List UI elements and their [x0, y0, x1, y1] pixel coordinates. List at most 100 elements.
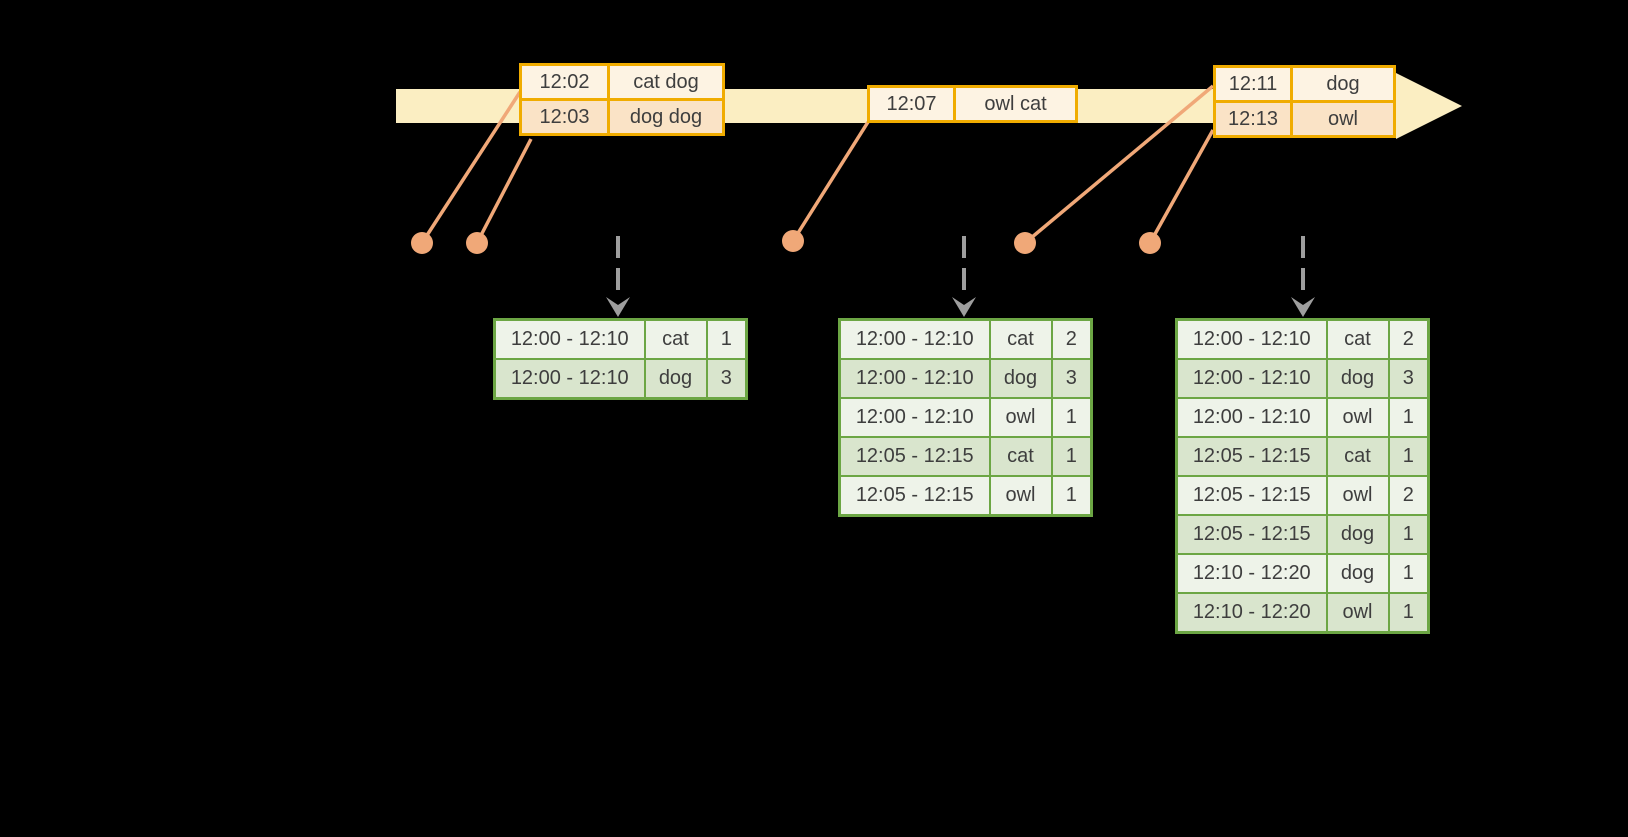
input-events-table-2: 12:07 owl cat [867, 85, 1078, 123]
result-table-3: 12:00 - 12:10 cat 2 12:00 - 12:10 dog 3 … [1175, 318, 1430, 634]
result-word: owl [1325, 475, 1390, 516]
result-window: 12:05 - 12:15 [1175, 514, 1328, 555]
event-connector-line [1023, 84, 1215, 245]
result-count: 3 [1387, 358, 1430, 399]
down-arrowhead-icon [952, 297, 976, 317]
event-words: cat dog [607, 63, 725, 101]
result-rows-2: 12:00 - 12:10 cat 2 12:00 - 12:10 dog 3 … [838, 318, 1093, 517]
event-time: 12:07 [867, 85, 956, 123]
result-word: cat [988, 318, 1053, 360]
event-words: owl [1290, 100, 1396, 138]
result-word: cat [643, 318, 708, 360]
result-word: owl [988, 397, 1053, 438]
event-words: dog [1290, 65, 1396, 103]
result-window: 12:00 - 12:10 [838, 358, 991, 399]
result-word: dog [643, 358, 708, 400]
result-count: 1 [1387, 553, 1430, 594]
result-window: 12:00 - 12:10 [1175, 318, 1328, 360]
result-window: 12:00 - 12:10 [1175, 358, 1328, 399]
result-window: 12:00 - 12:10 [493, 358, 646, 400]
input-events-table-1: 12:02 cat dog 12:03 dog dog [519, 63, 725, 136]
result-row: 12:00 - 12:10 cat 2 [838, 318, 1093, 360]
result-word: dog [1325, 358, 1390, 399]
result-table-1: 12:00 - 12:10 cat 1 12:00 - 12:10 dog 3 [493, 318, 748, 400]
result-count: 2 [1387, 318, 1430, 360]
result-count: 2 [1387, 475, 1430, 516]
input-events-rows-1: 12:02 cat dog 12:03 dog dog [519, 63, 725, 136]
result-count: 1 [1050, 436, 1093, 477]
event-dot [1139, 232, 1161, 254]
result-row: 12:00 - 12:10 cat 1 [493, 318, 748, 360]
result-window: 12:10 - 12:20 [1175, 592, 1328, 634]
result-word: owl [988, 475, 1053, 517]
result-word: dog [1325, 514, 1390, 555]
event-row: 12:07 owl cat [867, 85, 1078, 123]
result-row: 12:05 - 12:15 dog 1 [1175, 514, 1430, 555]
result-word: cat [1325, 436, 1390, 477]
result-window: 12:05 - 12:15 [838, 475, 991, 517]
event-dot [782, 230, 804, 252]
result-window: 12:00 - 12:10 [1175, 397, 1328, 438]
event-row: 12:03 dog dog [519, 98, 725, 136]
result-rows-3: 12:00 - 12:10 cat 2 12:00 - 12:10 dog 3 … [1175, 318, 1430, 634]
result-count: 1 [1387, 592, 1430, 634]
down-arrowhead-icon [1291, 297, 1315, 317]
result-count: 1 [1050, 397, 1093, 438]
result-row: 12:05 - 12:15 cat 1 [1175, 436, 1430, 477]
event-row: 12:02 cat dog [519, 63, 725, 101]
result-rows-1: 12:00 - 12:10 cat 1 12:00 - 12:10 dog 3 [493, 318, 748, 400]
result-window: 12:05 - 12:15 [1175, 436, 1328, 477]
result-word: dog [1325, 553, 1390, 594]
result-count: 1 [705, 318, 748, 360]
event-time: 12:03 [519, 98, 610, 136]
result-window: 12:10 - 12:20 [1175, 553, 1328, 594]
result-row: 12:00 - 12:10 dog 3 [493, 358, 748, 400]
event-dot [1014, 232, 1036, 254]
event-connector-lines [420, 84, 1215, 245]
result-count: 1 [1050, 475, 1093, 517]
input-events-rows-3: 12:11 dog 12:13 owl [1213, 65, 1396, 138]
result-window: 12:00 - 12:10 [493, 318, 646, 360]
result-table-2: 12:00 - 12:10 cat 2 12:00 - 12:10 dog 3 … [838, 318, 1093, 517]
event-words: owl cat [953, 85, 1078, 123]
result-word: owl [1325, 592, 1390, 634]
result-row: 12:05 - 12:15 owl 1 [838, 475, 1093, 517]
event-connector-line [420, 91, 522, 244]
result-window: 12:05 - 12:15 [1175, 475, 1328, 516]
event-words: dog dog [607, 98, 725, 136]
result-row: 12:00 - 12:10 dog 3 [838, 358, 1093, 399]
result-row: 12:05 - 12:15 cat 1 [838, 436, 1093, 477]
result-row: 12:00 - 12:10 dog 3 [1175, 358, 1430, 399]
event-row: 12:13 owl [1213, 100, 1396, 138]
result-row: 12:10 - 12:20 dog 1 [1175, 553, 1430, 594]
result-count: 3 [1050, 358, 1093, 399]
result-row: 12:00 - 12:10 owl 1 [1175, 397, 1430, 438]
result-word: owl [1325, 397, 1390, 438]
event-time: 12:11 [1213, 65, 1293, 103]
result-row: 12:00 - 12:10 cat 2 [1175, 318, 1430, 360]
input-events-table-3: 12:11 dog 12:13 owl [1213, 65, 1396, 138]
event-dot [466, 232, 488, 254]
input-events-rows-2: 12:07 owl cat [867, 85, 1078, 123]
result-window: 12:00 - 12:10 [838, 397, 991, 438]
result-count: 1 [1387, 397, 1430, 438]
result-word: cat [988, 436, 1053, 477]
result-count: 2 [1050, 318, 1093, 360]
event-connector-line [1148, 129, 1215, 244]
event-time: 12:02 [519, 63, 610, 101]
result-count: 3 [705, 358, 748, 400]
result-window: 12:05 - 12:15 [838, 436, 991, 477]
result-word: cat [1325, 318, 1390, 360]
result-row: 12:05 - 12:15 owl 2 [1175, 475, 1430, 516]
down-arrowhead-icon [606, 297, 630, 317]
result-window: 12:00 - 12:10 [838, 318, 991, 360]
event-time: 12:13 [1213, 100, 1293, 138]
trigger-arrowheads [606, 297, 1315, 317]
event-dots [411, 230, 1161, 254]
event-connector-line [791, 121, 870, 242]
event-row: 12:11 dog [1213, 65, 1396, 103]
event-dot [411, 232, 433, 254]
event-connector-line [475, 138, 533, 244]
result-row: 12:00 - 12:10 owl 1 [838, 397, 1093, 438]
